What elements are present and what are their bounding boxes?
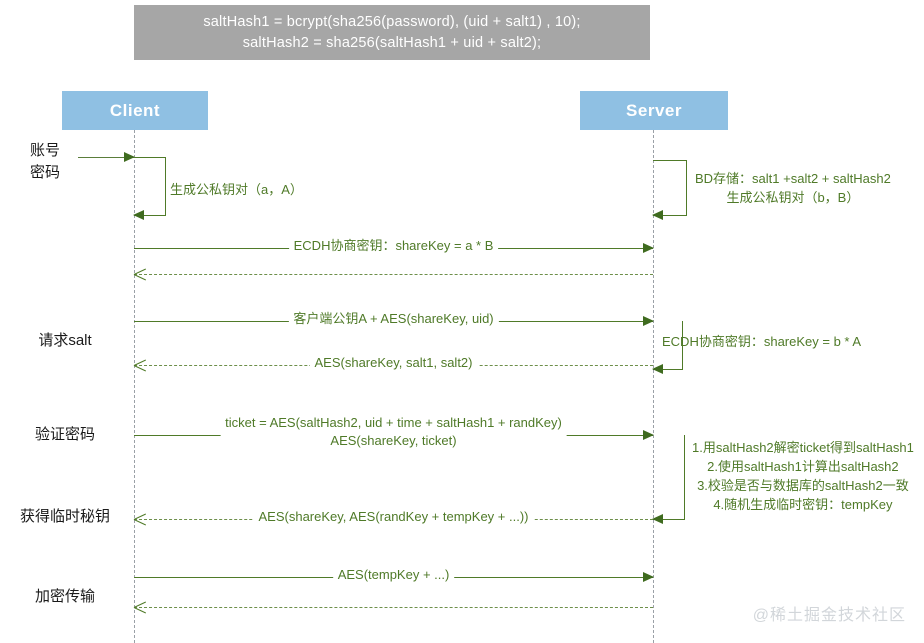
self-call-server-store [652, 160, 687, 220]
arrow-head-open-icon [134, 513, 146, 525]
message-salts-return-label: AES(shareKey, salt1, salt2) [309, 354, 478, 372]
actor-server[interactable]: Server [580, 91, 728, 130]
note-verify-step-1: 1.用saltHash2解密ticket得到saltHash1 [692, 440, 914, 455]
arrow-head-open-icon [134, 359, 146, 371]
message-ticket-line2: AES(shareKey, ticket) [330, 433, 457, 448]
lifeline-server [653, 130, 654, 643]
self-call-arrow-head-icon [652, 514, 663, 524]
note-server-ecdh-text: ECDH协商密钥：shareKey = b * A [662, 334, 862, 349]
self-call-bottom-line [653, 369, 683, 370]
note-server-store-line2-text: 生成公私钥对（b，B） [726, 190, 860, 205]
entry-arrow-line [78, 157, 134, 158]
header-note: saltHash1 = bcrypt(sha256(password), (ui… [134, 5, 650, 60]
note-server-ecdh: ECDH协商密钥：shareKey = b * A [662, 332, 861, 351]
message-ecdh-a-label: ECDH协商密钥：shareKey = a * B [288, 237, 499, 255]
self-call-top-line [134, 157, 166, 158]
message-ticket-label: ticket = AES(saltHash2, uid + time + sal… [220, 414, 567, 450]
stage-label-credentials-line2: 密码 [29, 164, 60, 181]
arrow-head-open-icon [134, 268, 146, 280]
note-client-keypair-text: 生成公私钥对（a，A） [170, 182, 303, 197]
watermark: @稀土掘金技术社区 [752, 607, 906, 624]
stage-label-encrypted-transfer: 加密传输 [10, 586, 120, 608]
arrow-head-icon [643, 316, 654, 326]
stage-label-verify-password: 验证密码 [10, 424, 120, 446]
self-call-bottom-line [653, 215, 687, 216]
self-call-server-verify [652, 435, 685, 524]
self-call-side-line [686, 160, 687, 215]
stage-label-credentials-line1: 账号 [29, 142, 60, 159]
self-call-side-line [684, 435, 685, 519]
stage-label-verify-password-line1: 验证密码 [34, 426, 95, 443]
self-call-side-line [165, 157, 166, 215]
self-call-client-keypair [133, 157, 166, 220]
message-encrypted-return [134, 607, 653, 608]
message-tempkey-return-label: AES(shareKey, AES(randKey + tempKey + ..… [253, 508, 534, 526]
entry-arrow-head-icon [124, 152, 135, 162]
self-call-arrow-head-icon [652, 210, 663, 220]
stage-label-get-temp-key: 获得临时秘钥 [4, 506, 126, 528]
header-note-line1: saltHash1 = bcrypt(sha256(password), (ui… [203, 13, 581, 30]
stage-label-credentials: 账号 密码 [14, 140, 76, 184]
arrow-head-icon [643, 430, 654, 440]
message-salts-return: AES(shareKey, salt1, salt2) [134, 354, 653, 372]
self-call-arrow-head-icon [652, 364, 663, 374]
stage-label-get-temp-key-line1: 获得临时秘钥 [19, 508, 110, 525]
message-ticket: ticket = AES(saltHash2, uid + time + sal… [134, 414, 654, 450]
note-verify-step-2: 2.使用saltHash1计算出saltHash2 [707, 459, 899, 474]
actor-server-label: Server [626, 100, 682, 120]
self-call-top-line [653, 160, 687, 161]
message-tempkey-return: AES(shareKey, AES(randKey + tempKey + ..… [134, 508, 653, 526]
actor-client-label: Client [109, 100, 161, 120]
actor-client[interactable]: Client [62, 91, 208, 130]
self-call-arrow-head-icon [133, 210, 144, 220]
message-line [134, 274, 653, 275]
entry-arrow-credentials [78, 152, 135, 162]
note-server-store-line1-text: BD存储：salt1 +salt2 + saltHash2 [695, 171, 891, 186]
stage-label-encrypted-transfer-line1: 加密传输 [34, 588, 95, 605]
note-verify-step-4: 4.随机生成临时密钥：tempKey [713, 497, 893, 512]
arrow-head-open-icon [134, 601, 146, 613]
stage-label-request-salt-line1: 请求salt [38, 332, 92, 349]
note-verify-step-3: 3.校验是否与数据库的saltHash2一致 [697, 478, 909, 493]
message-line [134, 607, 653, 608]
message-encrypted-transfer-label: AES(tempKey + ...) [332, 566, 455, 584]
self-call-bottom-line [134, 215, 166, 216]
message-encrypted-transfer: AES(tempKey + ...) [134, 566, 654, 584]
stage-label-request-salt: 请求salt [10, 330, 120, 352]
message-ticket-line1: ticket = AES(saltHash2, uid + time + sal… [225, 415, 562, 430]
arrow-head-icon [643, 572, 654, 582]
lifeline-client [134, 130, 135, 643]
message-pubkey-uid-label: 客户端公钥A + AES(shareKey, uid) [288, 310, 499, 328]
message-pubkey-uid: 客户端公钥A + AES(shareKey, uid) [134, 310, 654, 328]
message-ecdh-a-return [134, 274, 653, 275]
arrow-head-icon [643, 243, 654, 253]
message-ecdh-a: ECDH协商密钥：shareKey = a * B [134, 237, 654, 255]
self-call-server-ecdh [652, 321, 683, 374]
header-note-line2: saltHash2 = sha256(saltHash1 + uid + sal… [242, 34, 542, 51]
note-client-keypair: 生成公私钥对（a，A） [170, 180, 303, 199]
note-server-store: BD存储：salt1 +salt2 + saltHash2 生成公私钥对（b，B… [695, 169, 891, 207]
note-server-verify-steps: 1.用saltHash2解密ticket得到saltHash1 2.使用salt… [692, 438, 914, 514]
self-call-bottom-line [653, 519, 685, 520]
self-call-side-line [682, 321, 683, 369]
